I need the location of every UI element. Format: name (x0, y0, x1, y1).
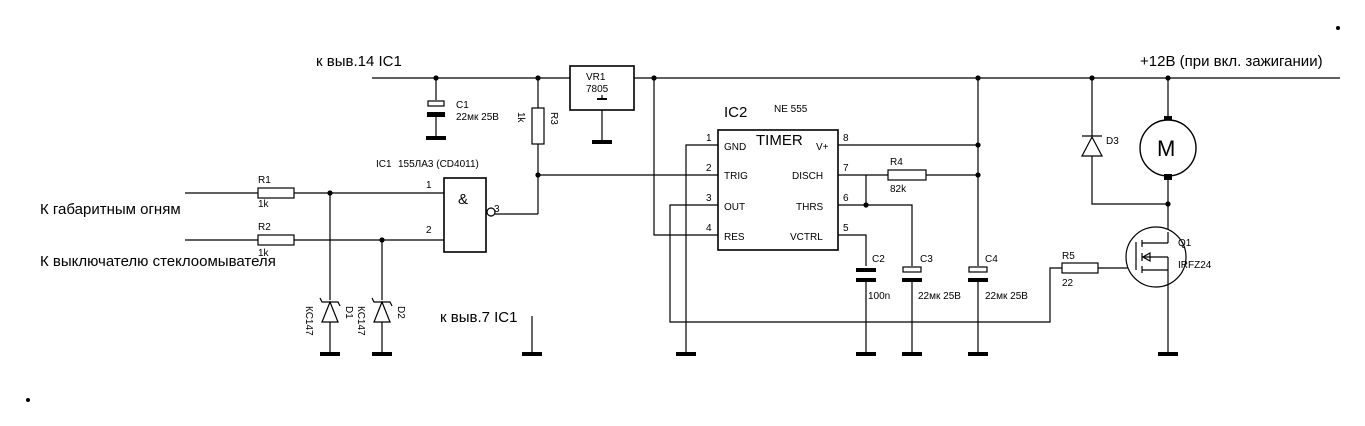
r1-name: R1 (258, 175, 271, 186)
label-to-ic1-pin14: к выв.14 IC1 (316, 53, 402, 70)
ic1-pin3: 3 (494, 204, 500, 215)
ic2-pin-out-label: OUT (724, 202, 745, 213)
r4-name: R4 (890, 157, 903, 168)
zener-d1 (319, 193, 341, 356)
capacitor-c1 (426, 78, 446, 140)
r1-value: 1k (258, 199, 270, 210)
ic2-pin1-number: 1 (706, 133, 712, 144)
vr1-name: VR1 (586, 72, 606, 83)
c3-value: 22мк 25В (918, 291, 961, 302)
ic2-pin-res-label: RES (724, 232, 745, 243)
c2-name: C2 (872, 254, 885, 265)
c1-value: 22мк 25В (456, 112, 499, 123)
r5-value: 22 (1062, 278, 1074, 289)
label-to-ic1-pin7: к выв.7 IC1 (440, 309, 517, 326)
ic2-pin-disch-label: DISCH (792, 171, 823, 182)
ic2-pin-thrs-label: THRS (796, 202, 824, 213)
ic2-pin-trig-label: TRIG (724, 171, 748, 182)
input1-wires (185, 187, 444, 199)
ic1-pin7-ground (522, 316, 542, 356)
d2-name: D2 (395, 306, 406, 319)
q1-name: Q1 (1178, 238, 1192, 249)
ic2-pin5-number: 5 (843, 223, 849, 234)
stray-dot-top-right (1336, 26, 1340, 30)
resistor-r5 (1061, 262, 1136, 274)
vr1-value: 7805 (586, 84, 609, 95)
d1-name: D1 (343, 306, 354, 319)
diode-d3 (1081, 78, 1168, 205)
d1-value: КС147 (303, 306, 314, 336)
ic2-name: IC2 (724, 104, 747, 121)
ic1-type: 155ЛА3 (CD4011) (398, 159, 479, 170)
ic2-pin2-number: 2 (706, 163, 712, 174)
r3-value: 1k (515, 112, 526, 124)
label-supply-12v: +12В (при вкл. зажигании) (1140, 53, 1323, 70)
ic2-pin-vcc-label: V+ (816, 142, 829, 153)
capacitor-c3 (902, 266, 922, 356)
ic2-pin8-number: 8 (843, 133, 849, 144)
resistor-r3 (531, 78, 545, 214)
ic2-left-wiring (653, 78, 1062, 356)
r3-name: R3 (548, 112, 559, 125)
ic1-pin2: 2 (426, 225, 432, 236)
ic1-name: IC1 (376, 159, 392, 170)
ic2-pin-gnd-label: GND (724, 142, 746, 153)
timer-ic2 (717, 129, 839, 251)
label-input-washer-switch: К выключателю стеклоомывателя (40, 253, 276, 270)
input2-wires (185, 234, 444, 246)
r5-name: R5 (1062, 251, 1075, 262)
capacitor-c2 (856, 268, 876, 356)
d3-name: D3 (1106, 136, 1119, 147)
c1-name: C1 (456, 100, 469, 111)
mosfet-q1 (1125, 226, 1187, 356)
ic2-title: TIMER (756, 132, 803, 149)
q1-value: IRFZ24 (1178, 260, 1212, 271)
ic2-right-wiring (838, 144, 978, 266)
ic2-pin3-number: 3 (706, 193, 712, 204)
nand-gate-ic1 (443, 177, 496, 253)
capacitor-c4 (968, 78, 988, 356)
ic2-type: NE 555 (774, 104, 808, 115)
ic1-pin1: 1 (426, 180, 432, 191)
motor-symbol: M (1157, 136, 1175, 161)
r2-name: R2 (258, 222, 271, 233)
junction-dots (327, 75, 1171, 243)
c4-value: 22мк 25В (985, 291, 1028, 302)
ic2-pin4-number: 4 (706, 223, 712, 234)
ic2-pin-vctrl-label: VCTRL (790, 232, 823, 243)
regulator-vr1 (569, 65, 635, 144)
label-input-parking-lights: К габаритным огням (40, 201, 181, 218)
r4-value: 82k (890, 184, 907, 195)
c2-value: 100n (868, 291, 890, 302)
d2-value: КС147 (355, 306, 366, 336)
ic2-pin6-number: 6 (843, 193, 849, 204)
zener-d2 (371, 240, 393, 356)
c3-name: C3 (920, 254, 933, 265)
stray-dot-bottom-left (26, 398, 30, 402)
c4-name: C4 (985, 254, 998, 265)
ic2-pin7-number: 7 (843, 163, 849, 174)
r2-value: 1k (258, 248, 270, 259)
gate-and-symbol: & (458, 191, 468, 208)
